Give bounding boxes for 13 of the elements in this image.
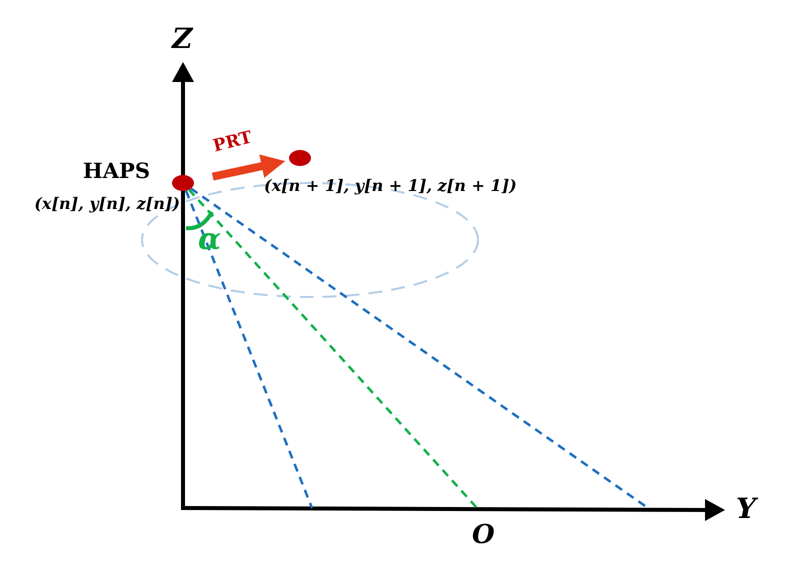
origin-label: O — [472, 520, 495, 550]
position-dot — [172, 175, 194, 191]
coordinate-label: (x[n], y[n], z[n]) — [34, 194, 180, 213]
position-dot — [289, 150, 311, 166]
axis-label: Z — [172, 22, 192, 55]
motion-arrow — [212, 154, 286, 181]
dashed-line — [184, 190, 314, 508]
dashed-line — [188, 188, 478, 509]
edge-label: PRT — [211, 128, 254, 156]
axis-label: Y — [736, 492, 756, 525]
haps-label: HAPS — [82, 158, 150, 183]
angle-label: α — [198, 222, 222, 257]
coordinate-label: (x[n + 1], y[n + 1], z[n + 1]) — [264, 176, 517, 195]
